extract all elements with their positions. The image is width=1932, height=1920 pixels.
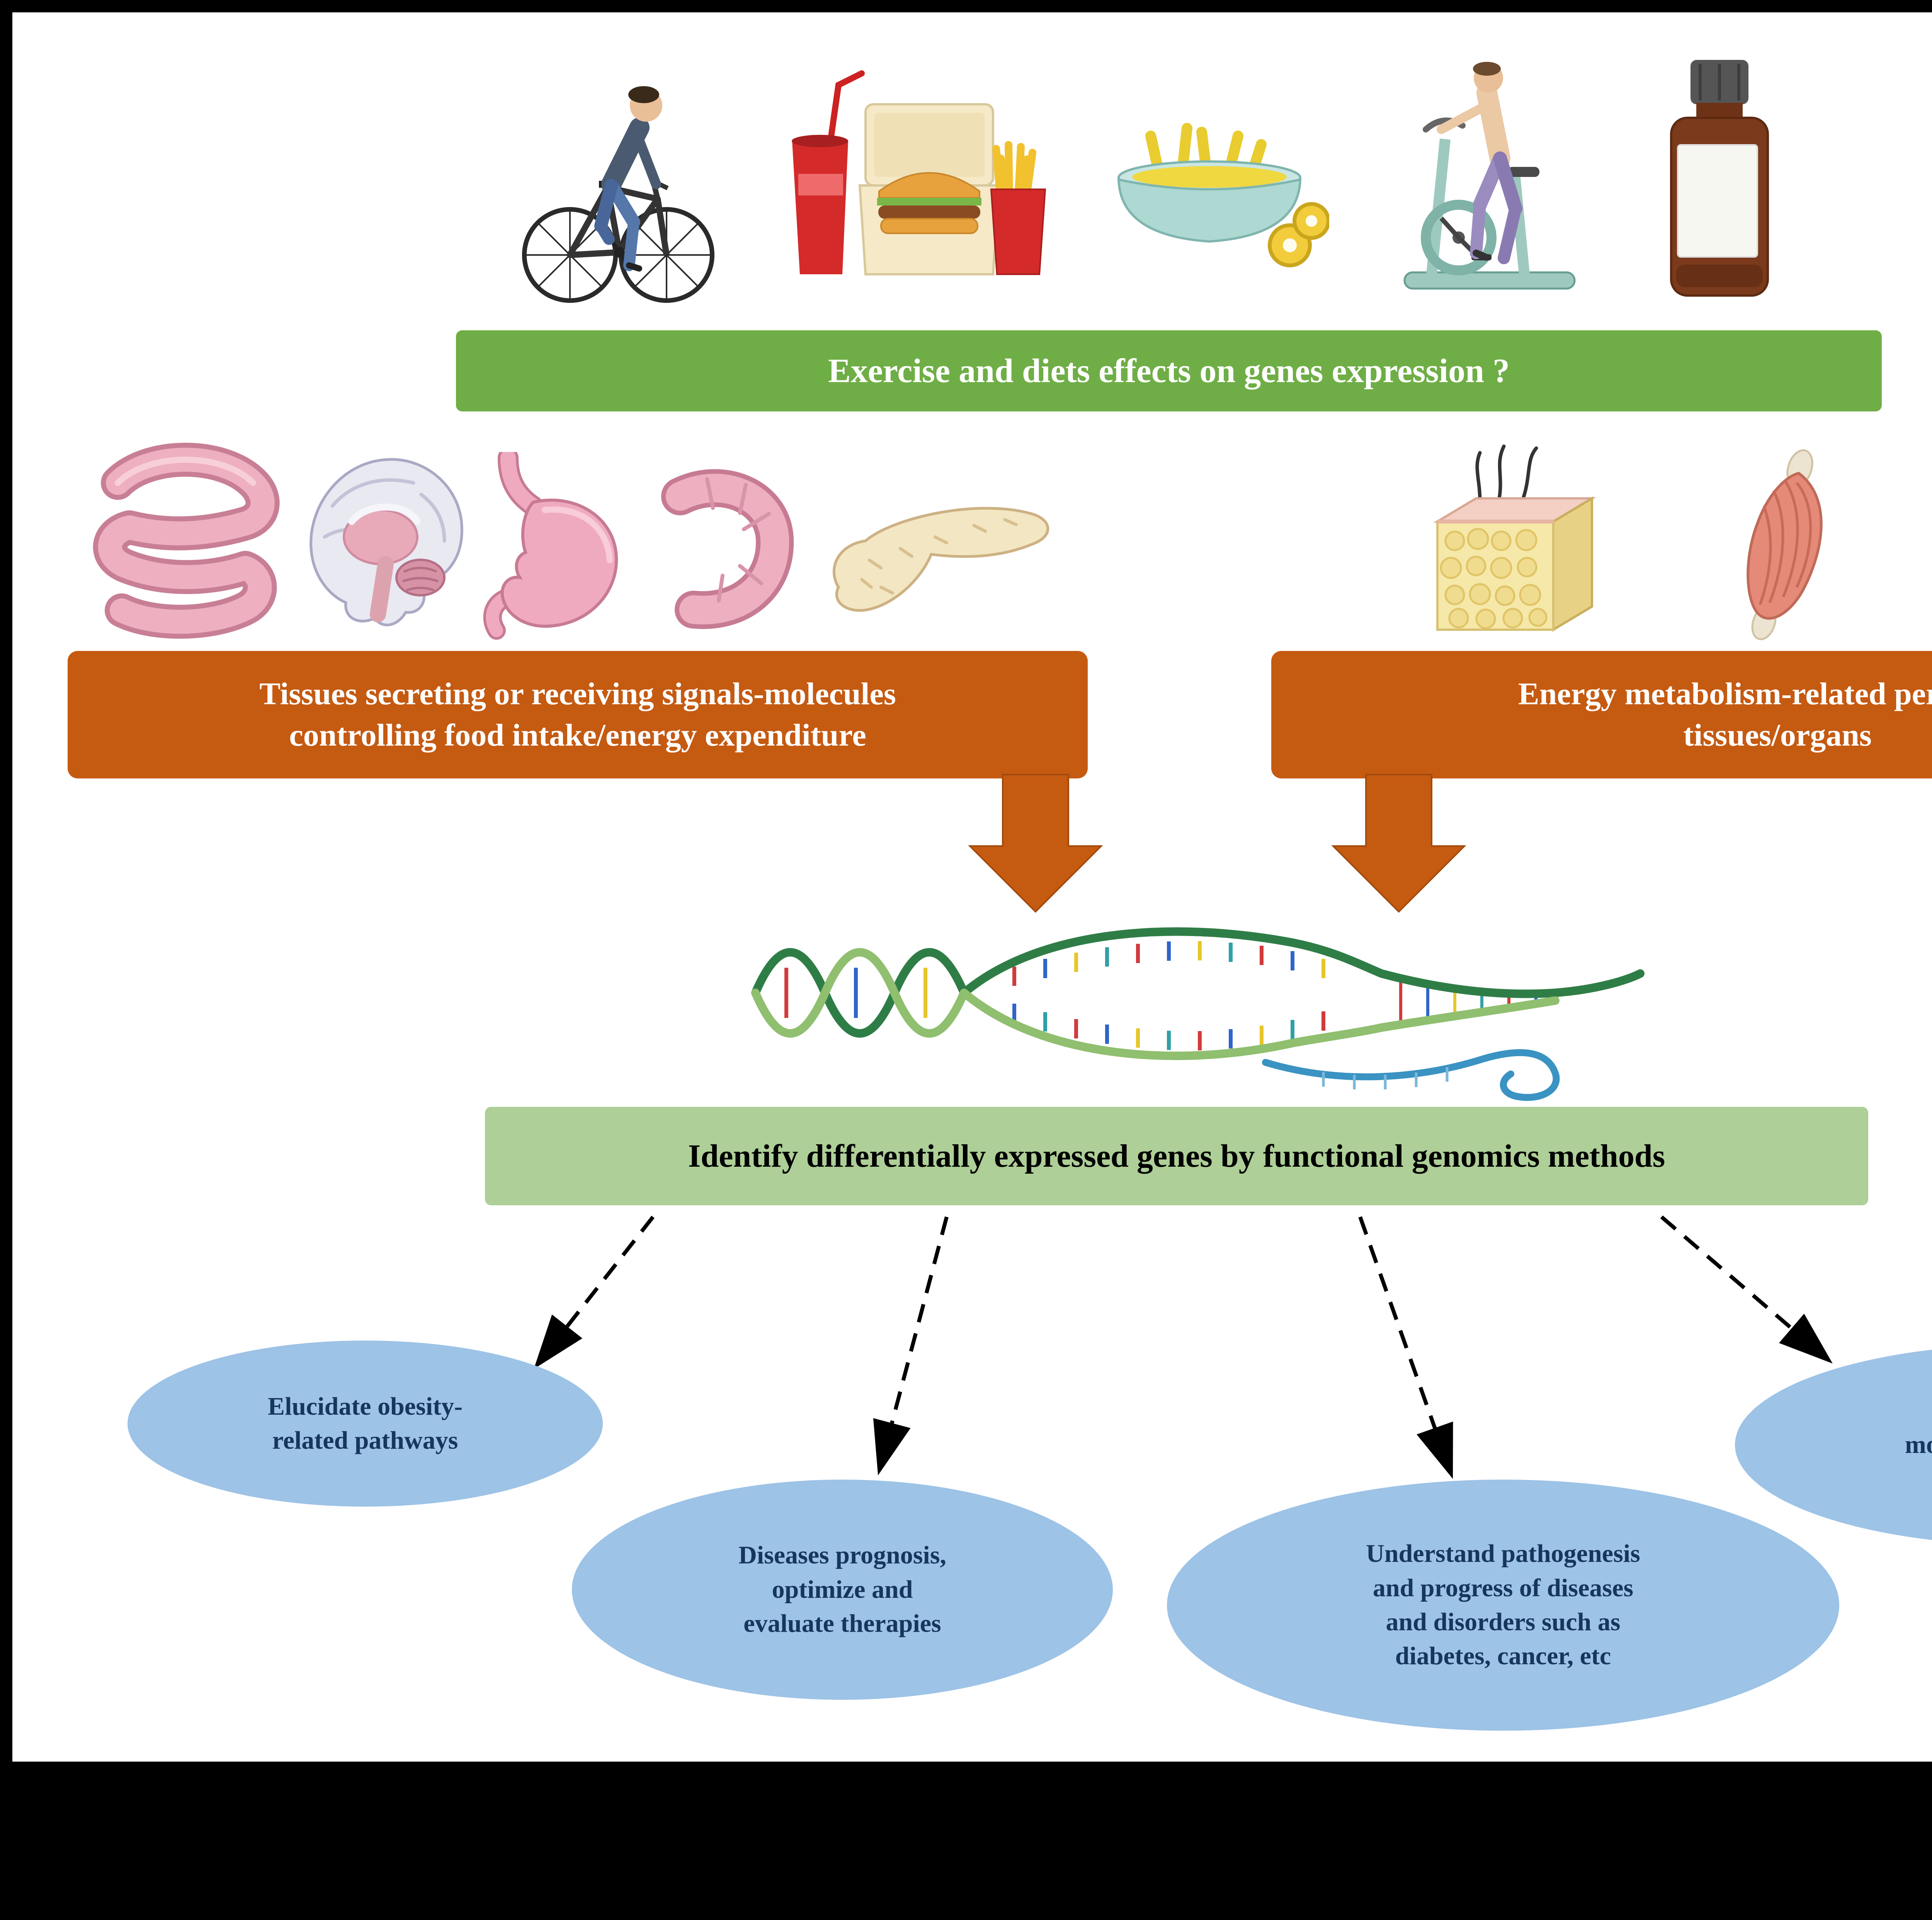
exercise-bike-icon	[1387, 42, 1596, 301]
outcome-disease-prognosis: Diseases prognosis, optimize and evaluat…	[572, 1480, 1113, 1700]
banner-signal-tissues-label: Tissues secreting or receiving signals-m…	[259, 676, 896, 753]
banner-exercise-diet: Exercise and diets effects on genes expr…	[456, 330, 1882, 411]
small-intestine-icon	[83, 437, 284, 645]
banner-exercise-diet-label: Exercise and diets effects on genes expr…	[828, 352, 1510, 390]
outcome-obesity-pathways: Elucidate obesity- related pathways	[128, 1341, 603, 1507]
pancreas-icon	[815, 471, 1063, 637]
banner-signal-tissues: Tissues secreting or receiving signals-m…	[68, 651, 1088, 778]
outcome-pathogenesis: Understand pathogenesis and progress of …	[1167, 1480, 1839, 1731]
banner-genomics-methods: Identify differentially expressed genes …	[485, 1107, 1868, 1205]
outcome-disease-prognosis-label: Diseases prognosis, optimize and evaluat…	[738, 1541, 946, 1638]
banner-peripheral-tissues-label: Energy metabolism-related peripheral tis…	[1518, 676, 1932, 753]
brain-icon	[298, 448, 471, 641]
skeletal-muscle-icon	[1700, 444, 1866, 645]
banner-peripheral-tissues: Energy metabolism-related peripheral tis…	[1271, 651, 1932, 778]
snack-bowl-icon	[1105, 112, 1329, 278]
bicycle-icon	[522, 37, 715, 311]
adipose-skin-icon	[1422, 440, 1607, 641]
colon-icon	[645, 467, 800, 634]
fast-food-icon	[769, 58, 1055, 309]
outcome-therapeutic-targets-label: Discover novel molecular therapeutic tar…	[1905, 1430, 1932, 1459]
outcome-pathogenesis-label: Understand pathogenesis and progress of …	[1366, 1539, 1640, 1670]
banner-genomics-methods-label: Identify differentially expressed genes …	[688, 1138, 1665, 1174]
medicine-bottle-icon	[1654, 54, 1785, 305]
outcome-obesity-pathways-label: Elucidate obesity- related pathways	[267, 1392, 463, 1454]
stomach-icon	[475, 452, 634, 645]
dna-icon	[742, 885, 1654, 1101]
